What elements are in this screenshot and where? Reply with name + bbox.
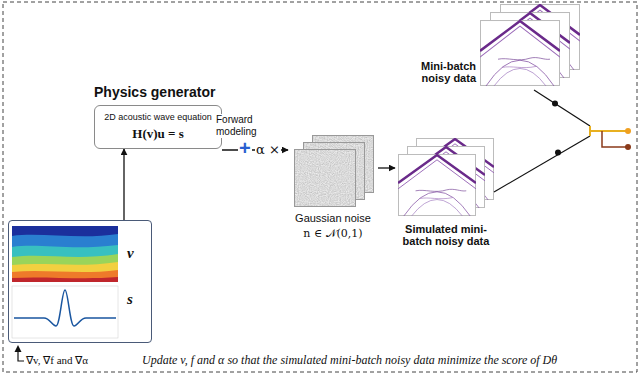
noise-stack [294, 135, 374, 207]
observed-data-group: Mini-batch noisy data [412, 2, 582, 102]
scale-factor: α × [255, 142, 281, 157]
gradient-label: ∇v, ∇f and ∇α [26, 354, 88, 367]
caption: Gaussian noise [288, 212, 378, 224]
formula: n ∈ 𝒩(0,1) [288, 227, 378, 240]
variable-label: s [127, 291, 133, 308]
variable-label: v [127, 245, 134, 262]
title-label: Physics generator [94, 84, 222, 100]
discriminator-symbol [494, 90, 631, 192]
connector [378, 167, 395, 168]
equation-name: 2D acoustic wave equation [99, 112, 217, 122]
frame [3, 2, 637, 372]
equation-box: 2D acoustic wave equationH(v)u = s [94, 105, 222, 149]
wavelet [12, 286, 118, 338]
caption: Mini-batch noisy data [412, 60, 476, 84]
plus-sign: + [238, 138, 252, 158]
simulated-data-stack [398, 138, 494, 216]
feedback-arrow [15, 345, 25, 361]
observed-data-stack [480, 5, 580, 86]
noise-group: Gaussian noise n ∈ 𝒩(0,1) [288, 132, 378, 242]
update-note: Update v, f and α so that the simulated … [142, 353, 557, 368]
physics-generator: Physics generator 2D acoustic wave equati… [94, 84, 222, 149]
velocity-model [12, 226, 118, 282]
edge-label: Forward modeling [216, 114, 262, 138]
model-box: vs [8, 220, 152, 343]
connector [123, 149, 124, 220]
caption: Simulated mini-batch noisy data [395, 223, 497, 247]
equation: H(v)u = s [99, 126, 217, 142]
simulated-data-group: Simulated mini-batch noisy data [395, 135, 497, 263]
